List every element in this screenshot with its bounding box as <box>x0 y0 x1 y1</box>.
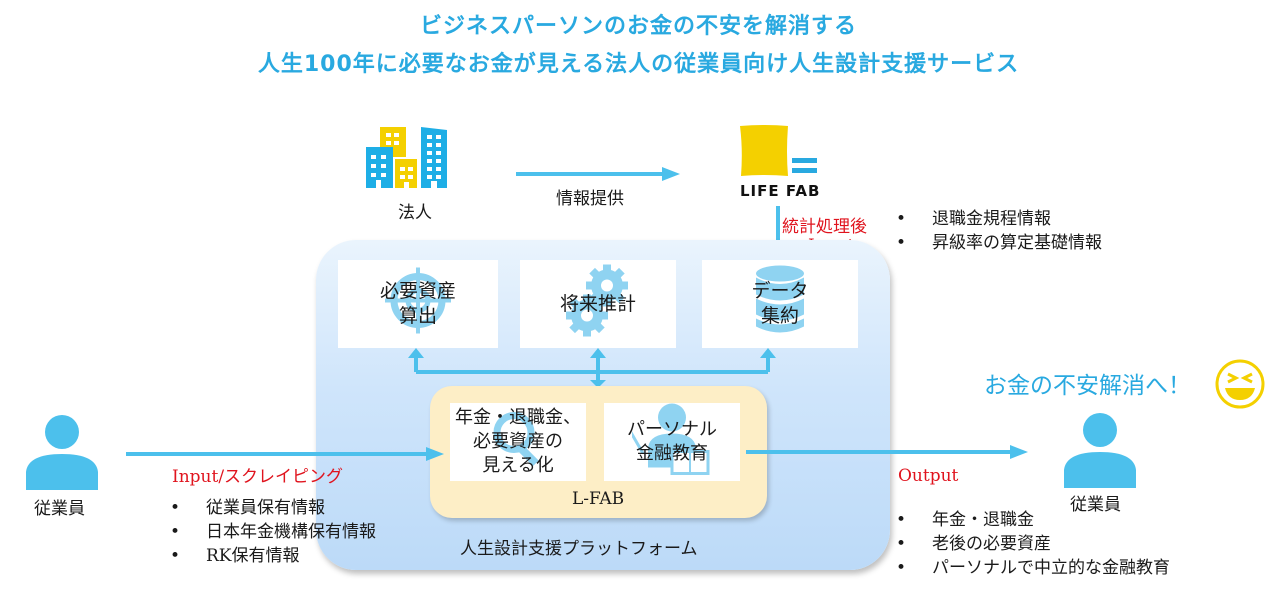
employee-input-bullets: 従業員保有情報 日本年金機構保有情報 RK保有情報 <box>170 496 376 568</box>
cheer-message: お金の不安解消へ！ <box>984 373 1191 399</box>
buildings-icon <box>366 124 470 188</box>
list-item: 老後の必要資産 <box>896 532 1170 556</box>
card-line: 見える化 <box>482 455 554 476</box>
list-item: 従業員保有情報 <box>170 496 376 520</box>
employee-in-label: 従業員 <box>34 499 85 519</box>
output-arrow <box>746 444 1028 463</box>
module-line: 集約 <box>760 305 799 327</box>
list-item: 昇級率の算定基礎情報 <box>896 231 1102 255</box>
card-line: 金融教育 <box>636 443 708 464</box>
laughing-face-icon <box>1214 358 1266 414</box>
lifefab-input-label-1: 統計処理後 <box>782 217 867 237</box>
module-forecast[interactable]: 将来推計 <box>520 260 676 348</box>
info-flow-arrow <box>516 166 680 185</box>
module-data-aggregation[interactable]: データ集約 <box>702 260 858 348</box>
module-line: データ <box>751 280 809 302</box>
lifefab-logo[interactable] <box>738 124 828 178</box>
card-line: 必要資産の <box>473 431 563 452</box>
module-line: 必要資産 <box>379 280 456 302</box>
gears-icon <box>563 264 633 345</box>
target-icon <box>383 266 453 343</box>
employee-input-label: Input/スクレイピング <box>172 467 344 487</box>
list-item: RK保有情報 <box>170 544 376 568</box>
employee-input-arrow <box>126 446 444 465</box>
module-line: 算出 <box>398 305 437 327</box>
info-flow-label: 情報提供 <box>556 189 624 209</box>
corporation-label: 法人 <box>398 203 432 223</box>
list-item: 日本年金機構保有情報 <box>170 520 376 544</box>
output-label: Output <box>898 466 959 486</box>
title-line-1: ビジネスパーソンのお金の不安を解消する <box>419 14 857 39</box>
lfab-card-education[interactable]: パーソナル金融教育 <box>604 403 740 481</box>
lfab-label: L-FAB <box>572 489 625 509</box>
list-item: パーソナルで中立的な金融教育 <box>896 556 1170 580</box>
employee-output-bullets: 年金・退職金 老後の必要資産 パーソナルで中立的な金融教育 <box>896 508 1170 580</box>
module-required-assets[interactable]: 必要資産算出 <box>338 260 498 348</box>
module-connector <box>408 348 784 392</box>
card-line: パーソナル <box>627 419 717 440</box>
list-item: 退職金規程情報 <box>896 207 1102 231</box>
magnifier-icon <box>488 409 548 476</box>
database-icon <box>754 265 806 344</box>
platform-label: 人生設計支援プラットフォーム <box>460 539 698 559</box>
module-line: 将来推計 <box>559 292 636 315</box>
list-item: 年金・退職金 <box>896 508 1170 532</box>
person-icon <box>26 414 98 494</box>
lfab-card-visualization[interactable]: 年金・退職金、必要資産の見える化 <box>450 403 586 481</box>
lifefab-bullets: 退職金規程情報 昇級率の算定基礎情報 <box>896 207 1102 255</box>
teacher-icon <box>626 402 712 483</box>
card-line: 年金・退職金、 <box>455 407 581 428</box>
person-icon <box>1064 412 1136 492</box>
lifefab-logo-text: LIFE FAB <box>740 182 821 200</box>
title-line-2: 人生100年に必要なお金が見える法人の従業員向け人生設計支援サービス <box>257 52 1020 77</box>
